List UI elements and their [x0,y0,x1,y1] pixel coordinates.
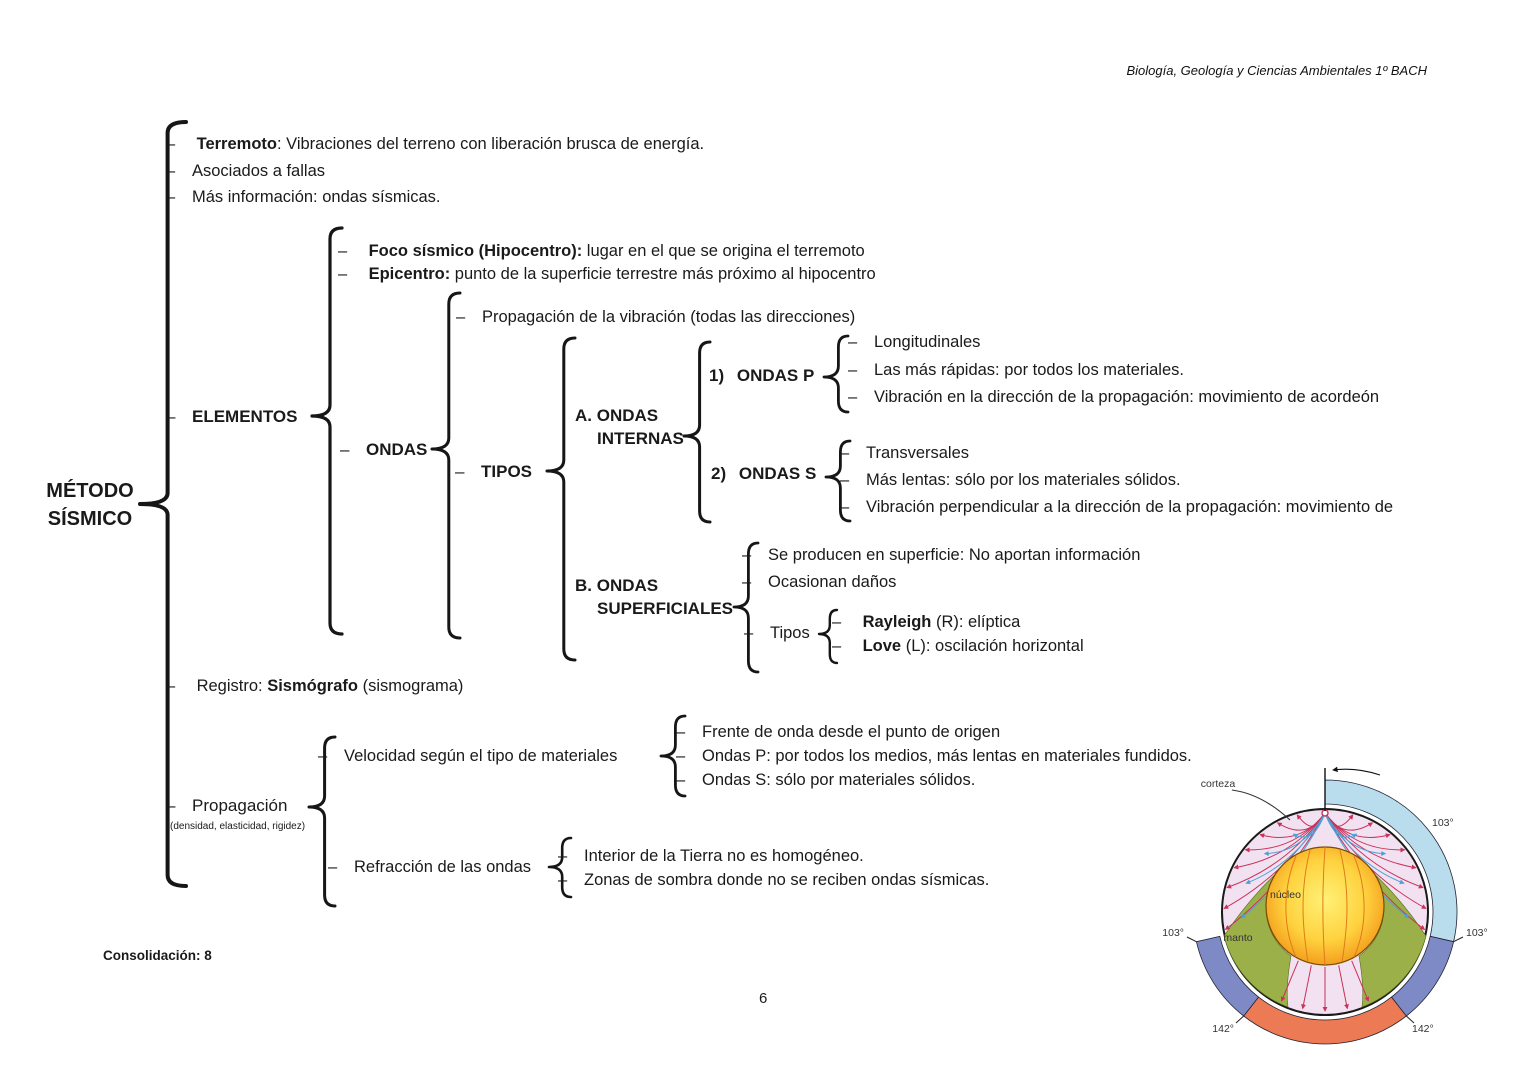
core-circle [1265,846,1385,966]
label-ondas-internas-line1: A. ONDAS [575,406,659,425]
tick-103-right [1453,936,1464,943]
item-registro: Registro: Sismógrafo (sismograma) [166,676,464,696]
item-ondas-p-1: Longitudinales [848,332,980,352]
registro-term: Sismógrafo [267,677,358,695]
item-fallas: Asociados a fallas [166,161,325,181]
root-title: MÉTODO SÍSMICO [44,477,136,533]
item-mas-informacion: Más información: ondas sísmicas. [166,187,441,207]
brace-ondas [430,291,462,640]
label-manto: manto [1223,932,1252,944]
section-ondas: ONDAS [340,440,427,460]
item-terremoto: Terremoto: Vibraciones del terreno con l… [166,134,705,154]
item-ondas-s-2: Más lentas: sólo por los materiales sóli… [840,470,1181,490]
rayleigh-term: Rayleigh [862,613,932,631]
registro-post: (sismograma) [357,677,464,695]
ondas-s-label: ONDAS S [738,464,817,483]
label-nucleo: núcleo [1270,889,1301,901]
tick-142-left [1235,1015,1245,1024]
item-ondas-p-3: Vibración en la dirección de la propagac… [848,387,1379,407]
label-refraccion: Refracción de las ondas [328,857,531,877]
brace-propagacion [307,735,337,908]
label-142-right: 142° [1412,1023,1434,1035]
band-shadow-left [1195,935,1260,1017]
item-foco-term: Foco sísmico (Hipocentro): [368,242,583,260]
label-ondas-internas: A. ONDAS INTERNAS [575,404,684,450]
item-terremoto-term: Terremoto [196,135,277,153]
label-ondas-s: 2) ONDAS S [711,464,816,484]
item-love: Love (L): oscilación horizontal [832,636,1084,656]
item-superficiales-1: Se producen en superficie: No aportan in… [742,545,1140,565]
label-ondas-internas-line2: INTERNAS [597,429,684,448]
brace-ondas-p [822,334,850,414]
item-ondas-s-1: Transversales [840,443,969,463]
consolidacion-note: Consolidación: 8 [103,948,212,963]
brace-metodo [138,120,188,888]
label-ondas-superficiales-line2: SUPERFICIALES [597,599,734,618]
label-tipos-superficiales: Tipos [744,623,810,643]
section-propagacion: Propagación [166,796,287,816]
brace-elementos [310,226,344,636]
item-ondas-s-3: Vibración perpendicular a la dirección d… [840,497,1393,517]
core-field-lines [1285,846,1365,966]
item-epicentro-def: punto de la superficie terrestre más pró… [450,265,876,283]
item-epicentro-term: Epicentro: [368,265,451,283]
item-foco-sismico: Foco sísmico (Hipocentro): lugar en el q… [338,241,865,261]
label-103-right: 103° [1466,927,1488,939]
ondas-s-number: 2) [711,464,727,483]
label-142-left: 142° [1212,1023,1234,1035]
love-term: Love [862,637,902,655]
item-rayleigh: Rayleigh (R): elíptica [832,612,1021,632]
item-epicentro: Epicentro: punto de la superficie terres… [338,264,876,284]
label-ondas-superficiales-line1: B. ONDAS [575,576,659,595]
item-velocidad-2: Ondas P: por todos los medios, más lenta… [676,746,1192,766]
brace-refraccion [547,836,573,899]
tick-142-right [1405,1015,1415,1024]
root-title-line1: MÉTODO [46,480,134,502]
brace-tipos [545,336,577,662]
label-103-upper-right: 103° [1432,817,1454,829]
ondas-p-number: 1) [709,366,725,385]
item-terremoto-def: : Vibraciones del terreno con liberación… [276,135,705,153]
ondas-p-label: ONDAS P [736,366,815,385]
label-103-left: 103° [1162,927,1184,939]
page-number: 6 [759,990,768,1007]
section-tipos: TIPOS [455,462,532,482]
section-elementos: ELEMENTOS [166,407,297,427]
brace-internas [682,340,712,524]
label-corteza: corteza [1201,778,1236,790]
tick-103-left [1186,936,1197,943]
root-title-line2: SÍSMICO [47,508,133,530]
item-ondas-p-2: Las más rápidas: por todos los materiale… [848,360,1184,380]
love-def: (L): oscilación horizontal [901,637,1084,655]
item-propagacion-vibracion: Propagación de la vibración (todas las d… [456,307,855,327]
rayleigh-def: (R): elíptica [931,613,1021,631]
earth-shadow-zone-diagram: corteza núcleo manto 103° 103° 103° 142°… [1162,766,1488,1045]
zero-degree-arrow [1332,766,1381,776]
registro-pre: Registro: [196,677,268,695]
label-ondas-superficiales: B. ONDAS SUPERFICIALES [575,574,733,620]
corteza-leader-line [1231,789,1291,821]
propagacion-subnote: (densidad, elasticidad, rigidez) [170,821,306,832]
item-refraccion-1: Interior de la Tierra no es homogéneo. [558,846,864,866]
core-refracted-rays [1280,960,1370,1012]
item-velocidad-1: Frente de onda desde el punto de origen [676,722,1000,742]
label-ondas-p: 1) ONDAS P [709,366,814,386]
course-header: Biología, Geología y Ciencias Ambientale… [1126,63,1427,78]
item-foco-def: lugar en el que se origina el terremoto [582,242,865,260]
item-refraccion-2: Zonas de sombra donde no se reciben onda… [558,870,989,890]
label-velocidad: Velocidad según el tipo de materiales [318,746,617,766]
item-velocidad-3: Ondas S: sólo por materiales sólidos. [676,770,975,790]
item-superficiales-2: Ocasionan daños [742,572,896,592]
brace-tipos-superf [817,608,839,665]
